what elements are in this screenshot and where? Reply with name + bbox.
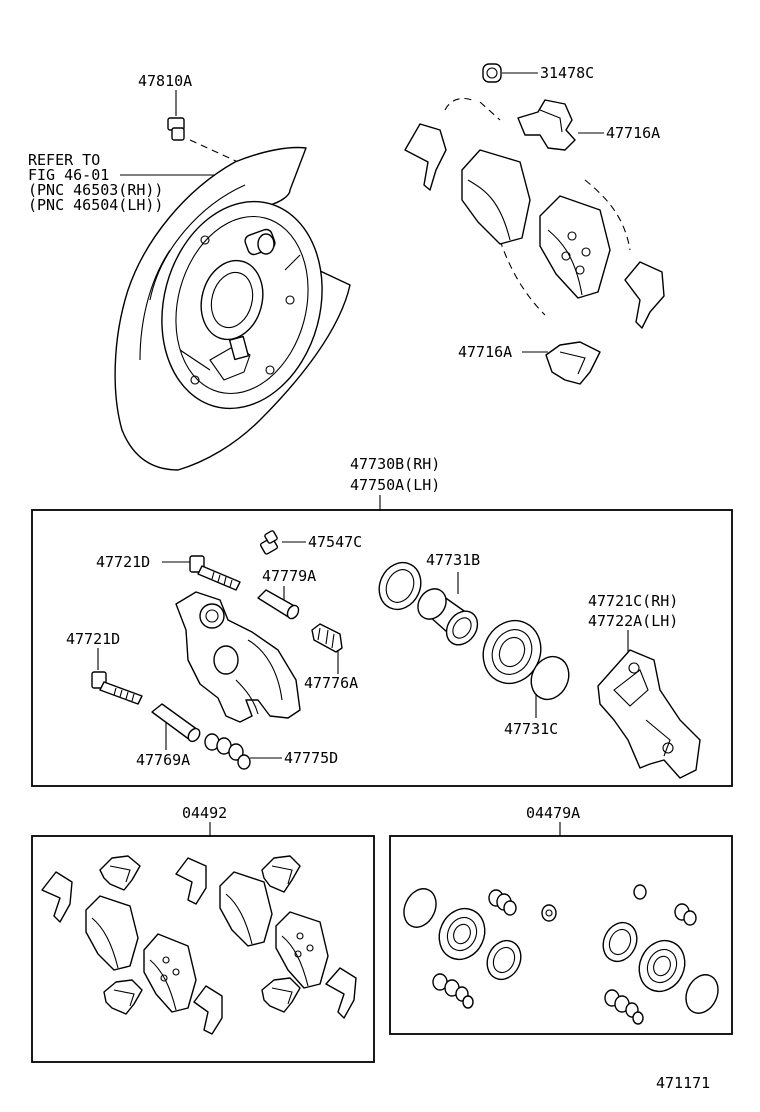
label-47722A: 47722A(LH): [588, 612, 678, 630]
pad-kit-box: [31, 835, 375, 1063]
anti-squeal-shim-right: [624, 261, 665, 329]
cap-31478C: [482, 63, 502, 83]
label-47810A: 47810A: [138, 72, 192, 90]
hub-hole: [200, 259, 264, 341]
label-pnc-rh: (PNC 46503(RH)): [28, 181, 163, 199]
label-pnc-lh: (PNC 46504(LH)): [28, 196, 163, 214]
caliper-mounting-bracket: [597, 649, 701, 779]
piston: [417, 588, 479, 646]
label-47730B: 47730B(RH): [350, 455, 440, 473]
label-47731B: 47731B: [426, 551, 480, 569]
label-31478C: 31478C: [540, 64, 594, 82]
label-47779A: 47779A: [262, 567, 316, 585]
label-47721D-lower: 47721D: [66, 630, 120, 648]
bolt-47810A: [167, 117, 185, 141]
pin-47769A: [151, 703, 201, 743]
pad-kit-parts: [41, 855, 357, 1035]
bolt-47721D-upper: [189, 555, 241, 591]
clip-47716A-bottom: [545, 341, 601, 385]
label-47776A: 47776A: [304, 674, 358, 692]
label-47721D-upper: 47721D: [96, 553, 150, 571]
label-47775D: 47775D: [284, 749, 338, 767]
label-04492: 04492: [182, 804, 227, 822]
backing-plate-group: [114, 90, 351, 471]
label-47750A: 47750A(LH): [350, 476, 440, 494]
seal-kit-parts: [403, 884, 719, 1025]
parking-brake-mechanism: [179, 228, 301, 385]
figure-number: 471171: [656, 1074, 710, 1092]
label-47716A-top: 47716A: [606, 124, 660, 142]
label-fig: FIG 46-01: [28, 166, 109, 184]
label-refer-to: REFER TO: [28, 151, 100, 169]
caliper-parts: [91, 530, 701, 779]
label-47721C: 47721C(RH): [588, 592, 678, 610]
bolt-47721D-lower: [91, 671, 143, 705]
label-47716A-bottom: 47716A: [458, 343, 512, 361]
anti-squeal-shim-left: [404, 123, 447, 191]
bleeder-plug-47547C: [259, 530, 279, 555]
boot-47775D: [204, 733, 251, 770]
clip-47716A-top: [517, 99, 576, 151]
ring-47731C: [530, 655, 570, 701]
label-47731C: 47731C: [504, 720, 558, 738]
piston-seal: [378, 561, 422, 611]
brake-pad-2: [539, 195, 611, 299]
pin-47779A: [257, 589, 300, 620]
seal-kit-box: [389, 835, 733, 1035]
label-47769A: 47769A: [136, 751, 190, 769]
label-04479A: 04479A: [526, 804, 580, 822]
label-47547C: 47547C: [308, 533, 362, 551]
pads-group: [404, 63, 665, 385]
caliper-assembly-box: [31, 509, 733, 787]
brake-pad-1: [461, 149, 531, 245]
boot-47776A: [311, 623, 343, 653]
